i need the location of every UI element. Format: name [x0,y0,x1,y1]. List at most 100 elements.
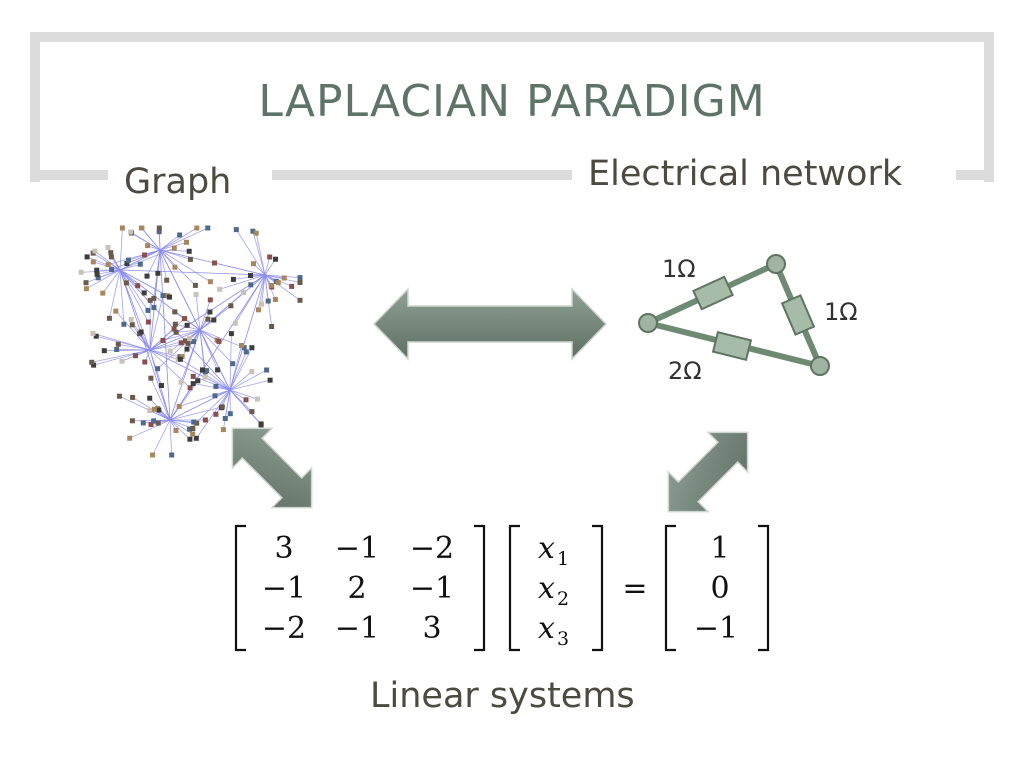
graph-node [147,297,153,303]
graph-node [147,395,153,401]
graph-node [241,290,247,295]
graph-node [78,269,84,275]
network-node [766,254,786,274]
title-frame-bottom-right [956,170,994,180]
graph-node [142,359,148,365]
graph-node [217,286,223,292]
graph-edge [199,329,245,349]
graph-node [114,347,120,352]
graph-node [297,297,303,303]
graph-node [156,407,162,413]
graph-edge [108,249,161,266]
graph-edge [196,389,231,439]
graph-edge [141,227,161,251]
graph-node [145,307,151,313]
graph-node [248,282,254,288]
graph-edge [169,406,223,421]
graph-label: Graph [120,162,236,202]
graph-node [207,297,213,303]
graph-node [192,282,198,288]
graph-edge [119,269,125,325]
graph-edge [169,329,201,421]
bracket-left [234,524,246,652]
graph-node [144,273,150,279]
graph-node [267,254,273,260]
graph-edge [229,379,271,391]
graph-node [258,421,264,427]
graph-node [156,225,162,231]
graph-node [230,276,236,282]
graph-edge [235,229,266,276]
graph-node [137,261,143,267]
graph-node [90,259,96,265]
graph-node [220,427,226,433]
graph-node [232,320,238,326]
graph-node [193,292,199,298]
graph-edge [229,347,253,391]
graph-edge [119,227,123,271]
graph-node [151,295,157,301]
graph-edge [92,252,121,271]
graph-edge [219,274,266,290]
graph-edge [229,351,247,391]
graph-node [93,333,99,339]
graph-node [155,420,161,426]
graph-node [145,243,151,249]
graph-node [167,348,173,354]
graph-node [83,286,89,292]
graph-node [207,309,213,315]
graph-node [92,248,98,254]
bracket-left [508,524,520,652]
graph-node [187,256,193,262]
title-frame-bottom-mid [272,170,572,180]
graph-node [248,273,253,278]
graph-edge [149,349,179,360]
graph-edge [149,349,181,358]
graph-edge [159,249,211,283]
graph-node [191,339,196,345]
graph-edge [157,329,201,369]
graph-edge [264,274,269,302]
graph-node [228,303,234,309]
graph-node [177,356,183,362]
graph-node [195,378,201,384]
graph-edge [149,295,164,351]
graph-node [94,271,100,277]
graph-node [250,228,256,234]
graph-node [151,406,157,412]
graph-edge [159,249,168,281]
graph-node [108,250,114,256]
graph-node [121,321,127,327]
graph-node [123,280,129,286]
graph-edge [229,274,266,391]
graph-node [184,239,189,245]
graph-edge [159,249,171,421]
graph-node [169,452,175,458]
graph-edge [261,274,266,305]
resistance-label: 1Ω [824,298,858,326]
graph-node [184,322,190,328]
graph-edge [86,269,121,290]
graph-node [273,256,278,262]
variable-name: x [538,571,555,606]
graph-node [84,254,90,260]
graph-node [160,293,166,299]
graph-node [233,227,239,233]
graph-node [159,383,164,388]
double-arrow-diagonal-icon [231,427,313,509]
graph-node [211,317,217,323]
graph-edge [179,389,231,407]
bracket-left [664,524,676,652]
electrical-network: 1Ω 1Ω 2Ω [638,254,858,385]
graph-node [138,225,144,231]
graph-node [254,396,260,402]
graph-edge [119,269,171,421]
graph-node [94,267,100,273]
graph-edge [119,395,171,421]
graph-node [100,290,106,296]
graph-edge [119,269,170,298]
graph-node [265,298,271,304]
variable-subscript: 1 [557,548,569,570]
graph-node [129,418,135,424]
graph-node [156,229,162,235]
